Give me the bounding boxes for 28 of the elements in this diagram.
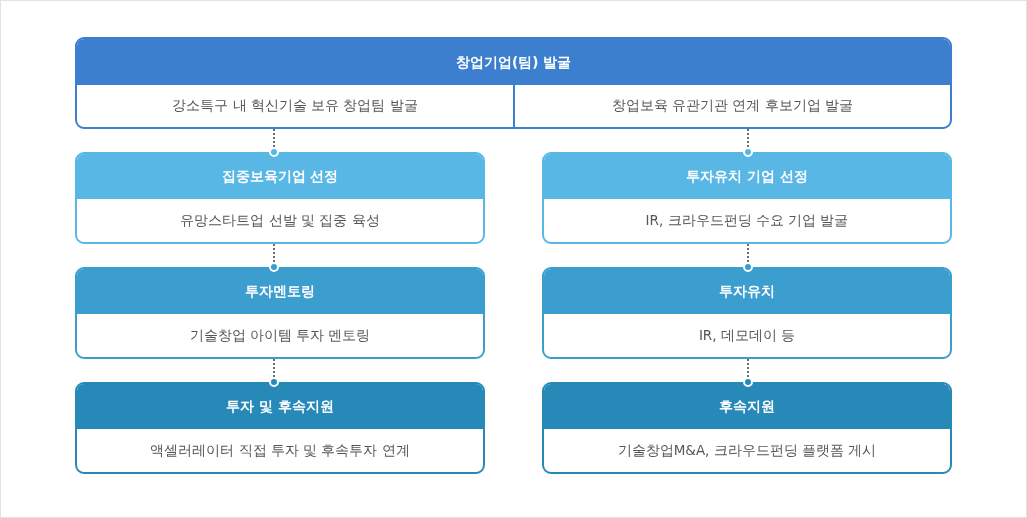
step-description: IR, 크라우드펀딩 수요 기업 발굴 xyxy=(644,211,850,230)
step-header: 투자 및 후속지원 xyxy=(77,384,483,429)
stage-panel xyxy=(75,37,952,129)
dotted-connector xyxy=(743,128,753,157)
step-header: 투자유치 기업 선정 xyxy=(544,154,950,199)
step-card xyxy=(542,382,952,474)
step-card xyxy=(75,267,485,359)
step-card xyxy=(542,267,952,359)
stage-cell: 강소특구 내 혁신기술 보유 창업팀 발굴 xyxy=(77,85,515,127)
step-description: 유망스타트업 선발 및 집중 육성 xyxy=(179,211,381,230)
step-card xyxy=(542,152,952,244)
step-card xyxy=(75,152,485,244)
step-card xyxy=(75,382,485,474)
stage-cell: 창업보육 유관기관 연계 후보기업 발굴 xyxy=(515,85,950,127)
step-header: 집중보육기업 선정 xyxy=(77,154,483,199)
step-header: 투자멘토링 xyxy=(77,269,483,314)
dotted-connector xyxy=(269,243,279,272)
stage-header: 창업기업(팀) 발굴 xyxy=(77,39,950,85)
step-description: IR, 데모데이 등 xyxy=(697,326,797,345)
dotted-connector xyxy=(743,358,753,387)
dotted-connector xyxy=(269,128,279,157)
step-description: 기술창업 아이템 투자 멘토링 xyxy=(188,326,372,345)
dotted-connector xyxy=(743,243,753,272)
step-header: 투자유치 xyxy=(544,269,950,314)
step-description: 기술창업M&A, 크라우드펀딩 플랫폼 게시 xyxy=(616,441,878,460)
dotted-connector xyxy=(269,358,279,387)
step-description: 액셀러레이터 직접 투자 및 후속투자 연계 xyxy=(149,441,411,460)
step-header: 후속지원 xyxy=(544,384,950,429)
